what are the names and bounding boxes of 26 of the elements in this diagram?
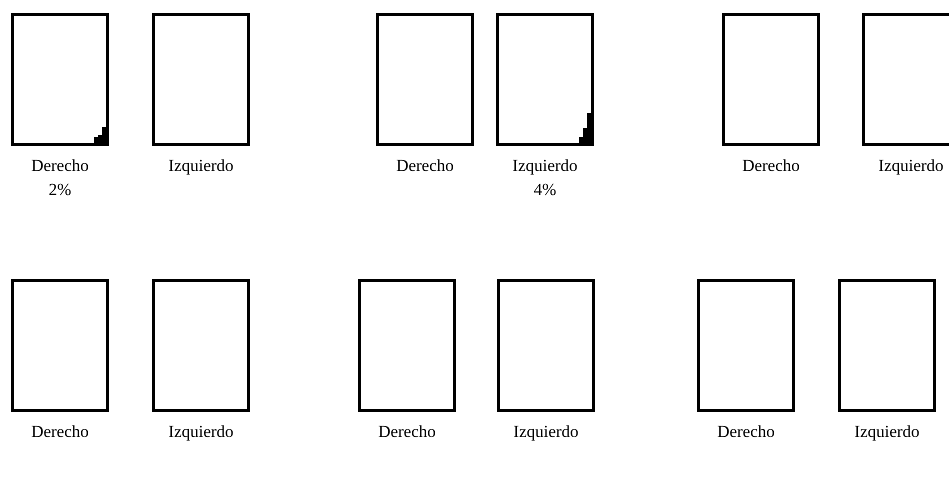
page-outline	[697, 279, 795, 412]
page-outline	[358, 279, 456, 412]
page-outline	[11, 279, 109, 412]
side-label: Izquierdo	[853, 422, 921, 442]
side-label: Derecho	[741, 156, 801, 176]
page-outline	[722, 13, 820, 146]
side-label: Izquierdo	[512, 422, 580, 442]
side-label: Derecho	[30, 156, 90, 176]
side-label: Derecho	[377, 422, 437, 442]
page-outline	[497, 279, 595, 412]
side-label: Izquierdo	[167, 422, 235, 442]
percentage-label: 2%	[48, 180, 72, 200]
side-label: Derecho	[30, 422, 90, 442]
page-outline	[376, 13, 474, 146]
page-outline	[11, 13, 109, 146]
page-outline	[838, 279, 936, 412]
side-label: Izquierdo	[167, 156, 235, 176]
side-label: Derecho	[716, 422, 776, 442]
percentage-label: 4%	[532, 180, 558, 200]
side-label: Derecho	[395, 156, 455, 176]
page-outline	[862, 13, 949, 146]
page-outline	[152, 13, 250, 146]
page-outline	[496, 13, 594, 146]
page-outline	[152, 279, 250, 412]
side-label: Izquierdo	[877, 156, 945, 176]
side-label: Izquierdo	[511, 156, 579, 176]
